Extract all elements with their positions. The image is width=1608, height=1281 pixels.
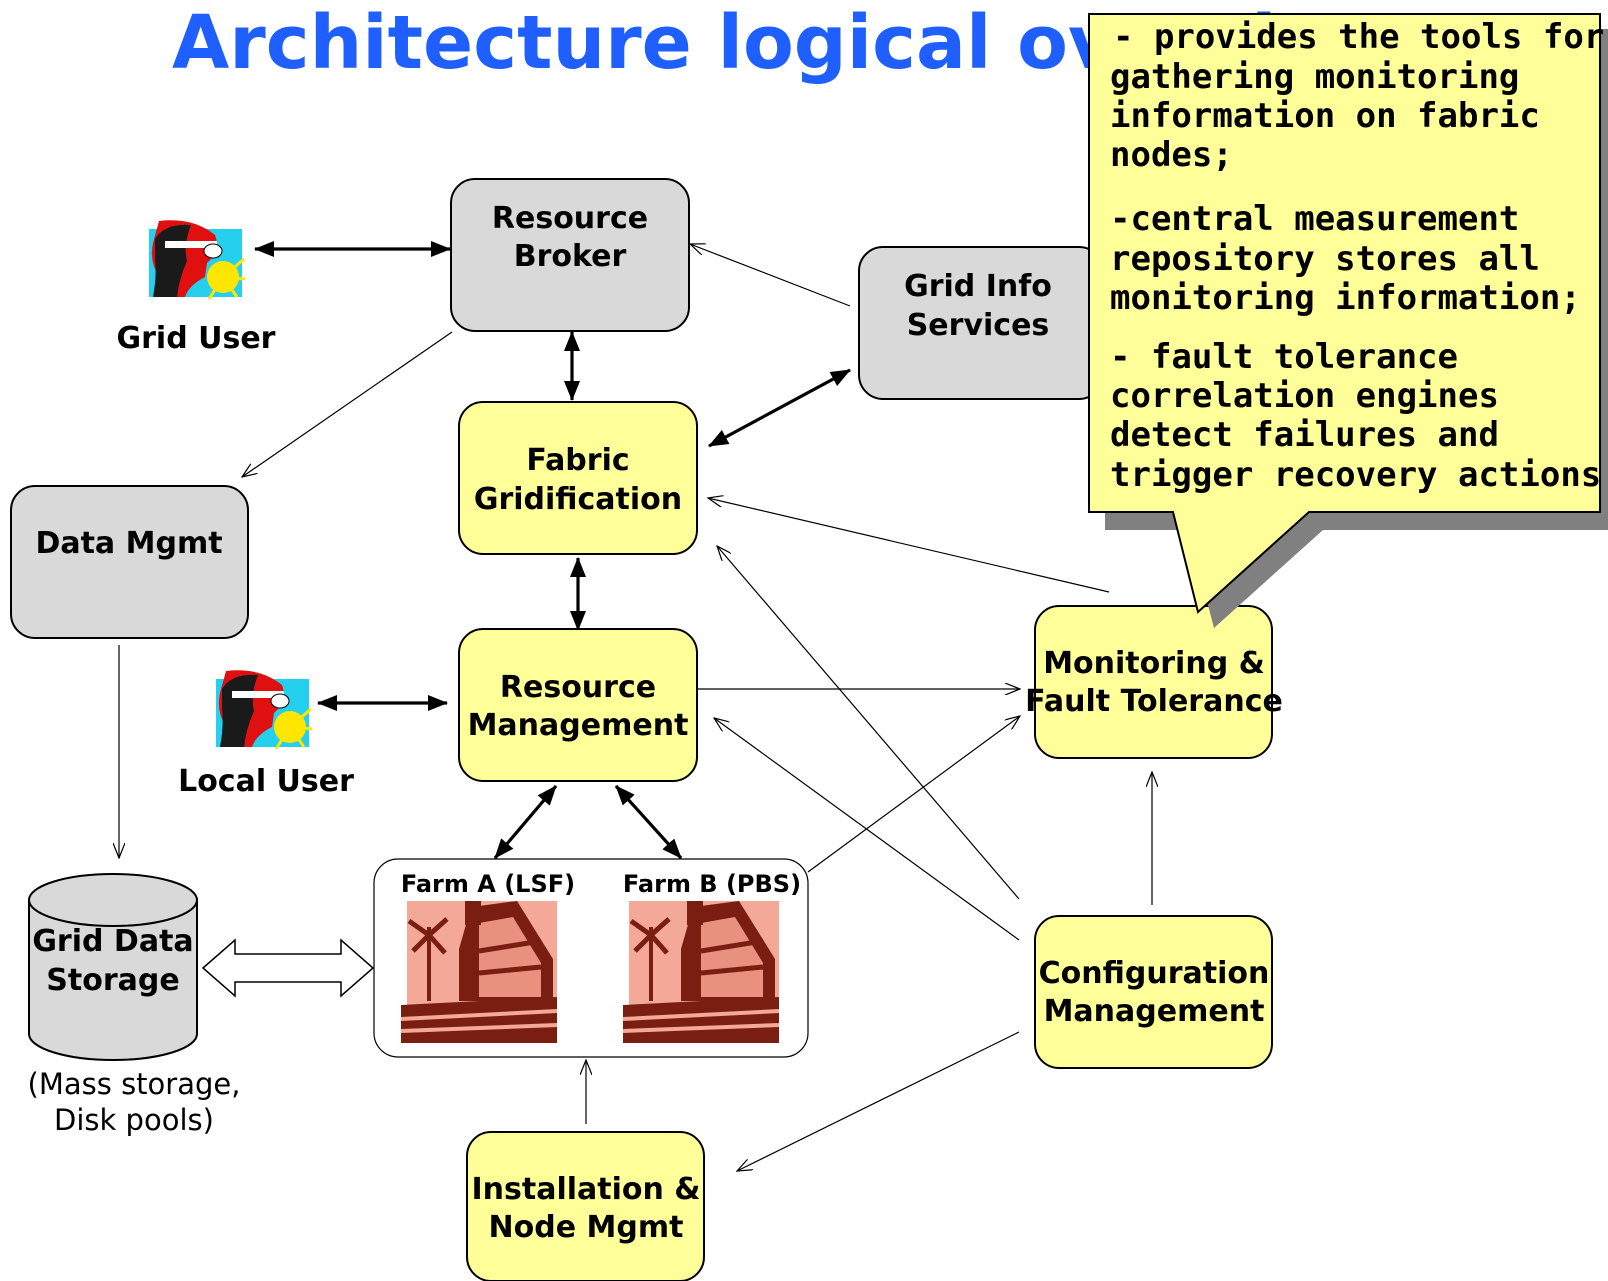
arrow-config-gridification <box>717 546 1020 900</box>
configuration-label-1: Configuration <box>1039 956 1270 991</box>
resource-management-label-2: Management <box>468 708 689 743</box>
arrow-gridification-infoservices <box>708 368 851 448</box>
monitoring-fault-tolerance-box: Monitoring & Fault Tolerance <box>1025 605 1283 759</box>
configuration-management-box: Configuration Management <box>1034 915 1273 1069</box>
installation-label-2: Node Mgmt <box>489 1210 684 1245</box>
configuration-label-2: Management <box>1044 994 1265 1029</box>
farm-barn-icon <box>400 901 558 1043</box>
arrow-config-installation <box>737 1031 1020 1171</box>
callout-line: correlation engines <box>1110 376 1499 416</box>
callout-line: information on fabric <box>1110 96 1540 136</box>
farm-barn-icon <box>622 901 780 1043</box>
farms-box: Farm A (LSF) Farm B (PBS) <box>373 858 809 1058</box>
callout-line: -central measurement <box>1110 199 1519 239</box>
arrow-config-resmgmt <box>714 718 1020 941</box>
resource-broker-box: Resource Broker <box>450 178 690 332</box>
resource-broker-label-2: Broker <box>514 239 627 274</box>
farm-a-label: Farm A (LSF) <box>401 870 575 898</box>
grid-info-services-box: Grid Info Services <box>858 246 1104 400</box>
callout-line: - fault tolerance <box>1110 337 1458 377</box>
connectors <box>119 241 1152 1171</box>
farm-b-label: Farm B (PBS) <box>623 870 801 898</box>
arrow-resmgmt-farma <box>493 784 558 860</box>
callout-line: repository stores all <box>1110 239 1540 279</box>
storage-farms-double-arrow <box>201 938 375 998</box>
monitoring-label-1: Monitoring & <box>1043 646 1265 681</box>
callout-line: - provides the tools for <box>1113 17 1604 57</box>
grid-info-services-label-2: Services <box>907 308 1050 343</box>
arrow-resmgmt-farmb <box>614 784 683 860</box>
callout-line: nodes; <box>1110 135 1233 175</box>
installation-node-mgmt-box: Installation & Node Mgmt <box>466 1131 705 1281</box>
arrow-broker-datamgmt <box>242 331 453 477</box>
callout-line: monitoring information; <box>1110 278 1581 318</box>
installation-label-1: Installation & <box>472 1172 701 1207</box>
user-icon <box>216 670 313 750</box>
arrow-farms-monitoring <box>807 716 1020 873</box>
callout-line: gathering monitoring <box>1110 57 1519 97</box>
storage-note-1: (Mass storage, <box>28 1067 241 1101</box>
grid-user: Grid User <box>117 220 276 356</box>
arrow-monitoring-gridification <box>708 498 1110 593</box>
callout-line: trigger recovery actions. <box>1110 455 1608 495</box>
grid-info-services-label-1: Grid Info <box>904 269 1052 304</box>
callout-bubble <box>1088 13 1601 614</box>
grid-data-storage-label-1: Grid Data <box>32 924 193 959</box>
resource-management-box: Resource Management <box>458 628 698 782</box>
resource-management-label-1: Resource <box>500 670 656 705</box>
monitoring-label-2: Fault Tolerance <box>1025 684 1283 719</box>
data-mgmt-box: Data Mgmt <box>10 485 249 639</box>
arrow-infoservices-broker <box>690 244 851 307</box>
grid-user-label: Grid User <box>117 321 276 356</box>
user-icon <box>149 220 246 300</box>
fabric-gridification-label-2: Gridification <box>474 482 682 517</box>
data-mgmt-label: Data Mgmt <box>35 526 222 561</box>
resource-broker-label-1: Resource <box>492 201 648 236</box>
local-user: Local User <box>178 670 354 799</box>
storage-note-2: Disk pools) <box>54 1103 214 1137</box>
callout-line: detect failures and <box>1110 415 1499 455</box>
local-user-label: Local User <box>178 764 354 799</box>
grid-data-storage: Grid Data Storage (Mass storage, Disk po… <box>28 873 241 1137</box>
fabric-gridification-label-1: Fabric <box>526 443 629 478</box>
fabric-gridification-box: Fabric Gridification <box>458 401 698 555</box>
cylinder-storage-icon <box>28 873 198 1061</box>
grid-data-storage-label-2: Storage <box>46 963 179 998</box>
